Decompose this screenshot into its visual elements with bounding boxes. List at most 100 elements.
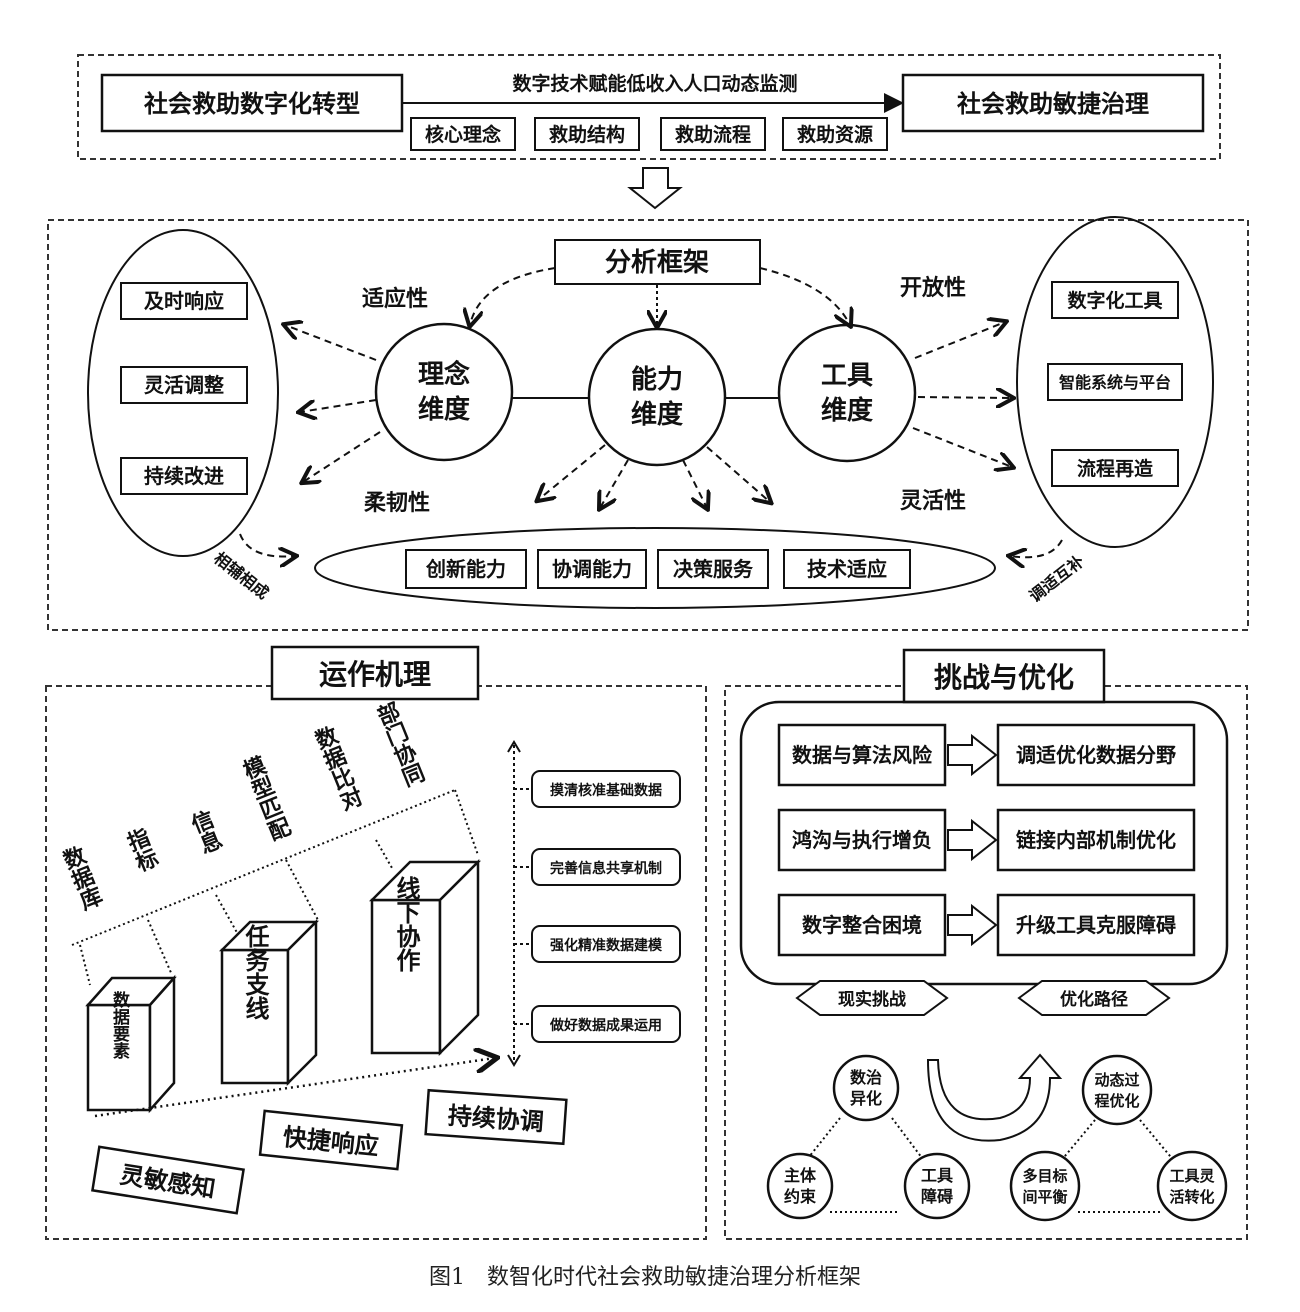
innovation-box [405, 549, 527, 589]
lt-right-circle [903, 1152, 971, 1220]
capability-arrow-1 [538, 444, 606, 500]
challenge-row-3-box [777, 893, 947, 957]
left-curve-arrow [239, 533, 295, 557]
lt-right-line1: 工具 [921, 1166, 953, 1185]
row-2-arrow-icon [947, 818, 998, 862]
optimize-curved-arrow-icon [926, 1053, 1063, 1142]
right-ellipse [1016, 216, 1214, 548]
solution-row-2: 链接内部机制优化 [1016, 828, 1176, 852]
lt-top-line1: 数治 [850, 1068, 882, 1087]
tech-adapt-label: 技术适应 [807, 557, 887, 581]
left-item-1-box [120, 282, 248, 320]
capability-dimension-line2: 维度 [631, 399, 683, 430]
framework-title-box [554, 239, 761, 285]
capability-dimension-line1: 能力 [631, 364, 683, 395]
right-item-1: 数字化工具 [1067, 289, 1162, 312]
left-item-2: 灵活调整 [144, 373, 224, 397]
solution-row-3: 升级工具克服障碍 [1016, 913, 1176, 937]
lt-left-line1: 主体 [784, 1166, 817, 1185]
concept-arrow-2 [300, 399, 377, 412]
tool-dimension-circle [777, 323, 917, 463]
block-data-elements [85, 974, 177, 1114]
lt-top-line2: 异化 [850, 1089, 882, 1108]
empowerment-label: 数字技术赋能低收入人口动态监测 [512, 72, 797, 95]
tool-dimension-line2: 维度 [821, 395, 873, 426]
top-section [77, 54, 1221, 160]
capability-ellipse [314, 527, 996, 609]
lt-left-line2: 约束 [784, 1187, 817, 1206]
block-data-elements-label: 数据要素 [109, 990, 130, 1060]
stage-sense-box [91, 1145, 245, 1215]
rt-top-circle [1081, 1054, 1153, 1126]
stage-coordinate-label: 持续协调 [447, 1102, 545, 1137]
right-item-1-box [1051, 281, 1179, 319]
solution-row-1: 调适优化数据分野 [1016, 743, 1176, 767]
step-axis-top-arrow [507, 740, 521, 753]
challenge-panel [739, 700, 1229, 986]
solution-row-1-box [996, 723, 1196, 787]
challenge-row-3: 数字整合困境 [802, 913, 922, 937]
rt-edge-1 [1059, 1119, 1096, 1163]
solution-row-2-box [996, 808, 1196, 872]
tag-resources-label: 救助资源 [797, 123, 873, 146]
concept-dimension-circle [374, 322, 514, 462]
tool-arrow-3 [912, 427, 1012, 467]
framework-section [47, 219, 1249, 631]
decision-box [657, 549, 769, 589]
connector-6 [454, 789, 479, 856]
step-3-label: 强化精准数据建模 [550, 937, 663, 954]
stage-coordinate-box [424, 1088, 568, 1146]
label-collab: 部门协同 [370, 698, 428, 791]
agile-governance-box [901, 73, 1205, 133]
rt-left-line2: 间平衡 [1022, 1188, 1067, 1206]
block-offline-collab [368, 858, 482, 1057]
concept-arrow-3 [303, 431, 381, 482]
mechanism-title: 运作机理 [319, 658, 431, 691]
tool-dimension-line1: 工具 [821, 361, 873, 391]
step-axis-bottom-arrow [507, 1054, 521, 1067]
label-database-text: 数据库 [56, 842, 106, 915]
step-2 [514, 848, 681, 886]
block-offline-collab-label: 线下协作 [392, 876, 420, 972]
challenge-title: 挑战与优化 [934, 661, 1074, 694]
reality-hexagon [795, 980, 949, 1016]
tag-process-label: 救助流程 [675, 123, 751, 146]
title-to-concept-arrow [470, 267, 556, 325]
agile-governance-label: 社会救助敏捷治理 [957, 90, 1149, 118]
label-info-text: 信息 [184, 806, 225, 857]
left-item-3-box [120, 457, 248, 495]
stage-respond-box [258, 1109, 404, 1171]
capability-arrow-2 [600, 459, 629, 508]
tag-resources [782, 117, 888, 151]
label-compare: 数据比对 [308, 722, 366, 815]
prop-resilience: 柔韧性 [364, 491, 430, 516]
solution-row-3-box [996, 893, 1196, 957]
capability-arrow-3 [682, 459, 707, 508]
prop-openness: 开放性 [900, 275, 966, 301]
mechanism-title-box [270, 645, 480, 701]
title-to-tool-arrow [759, 267, 850, 325]
rt-left-line1: 多目标 [1022, 1167, 1067, 1185]
step-3 [514, 925, 681, 963]
row-1-arrow-icon [947, 733, 998, 777]
rt-right-line2: 活转化 [1169, 1188, 1214, 1206]
left-item-3: 持续改进 [144, 464, 224, 488]
left-curve-label: 相辅相成 [210, 548, 272, 602]
tech-adapt-box [783, 549, 911, 589]
right-item-2-box [1047, 363, 1183, 401]
step-4-label: 做好数据成果运用 [549, 1017, 662, 1034]
lt-right-line2: 障碍 [921, 1187, 953, 1206]
tag-structure [534, 117, 640, 151]
rt-right-circle [1156, 1150, 1228, 1222]
capability-dimension-circle [587, 327, 727, 467]
left-item-1: 及时响应 [144, 289, 224, 313]
step-4 [514, 1005, 681, 1043]
label-indicator: 指标 [120, 825, 161, 877]
trend-arrow [94, 1058, 495, 1118]
tag-core-concept [410, 117, 516, 151]
tool-arrow-1 [914, 322, 1005, 359]
right-curve-arrow [1010, 539, 1063, 557]
rt-edge-2 [1139, 1119, 1176, 1163]
reality-label: 现实挑战 [838, 989, 906, 1010]
